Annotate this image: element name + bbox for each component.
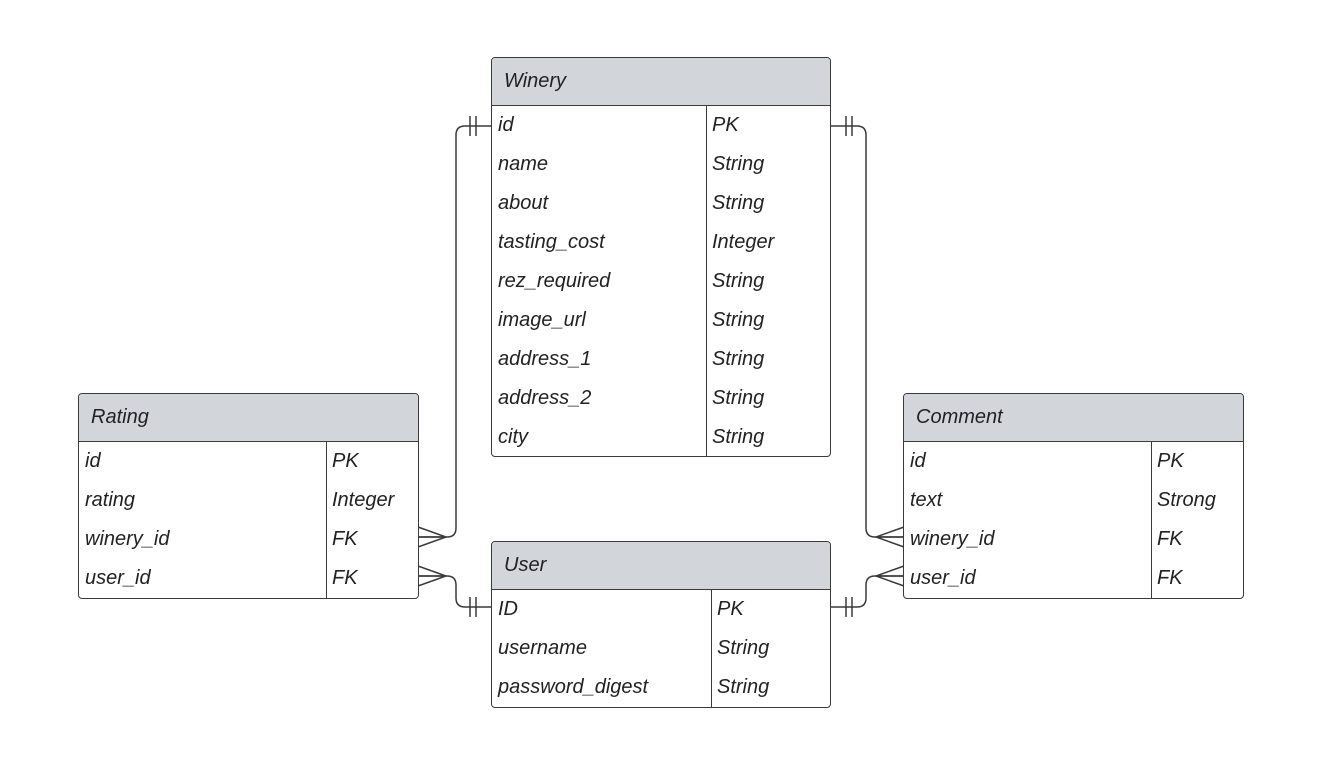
field-row: id PK [904,442,1243,481]
field-name: winery_id [85,528,170,550]
field-type: Integer [332,489,395,511]
field-type: FK [332,567,358,589]
field-type: Strong [1157,489,1216,511]
many-mark-comment-winery [873,526,905,548]
field-row: image_url String [492,301,830,340]
field-row: tasting_cost Integer [492,223,830,262]
field-type: String [712,426,765,448]
column-divider [1151,442,1152,598]
connector-user-rating [418,575,492,608]
field-type: String [717,637,770,659]
field-type: String [712,309,765,331]
field-row: rez_required String [492,262,830,301]
field-type: PK [712,114,739,136]
field-name: tasting_cost [498,231,605,253]
field-name: text [910,489,943,511]
field-row: username String [492,629,830,668]
connector-winery-rating [418,125,492,538]
field-name: winery_id [910,528,995,550]
field-row: city String [492,418,830,456]
field-type: String [712,387,765,409]
many-mark-rating-user [417,565,449,587]
field-type: FK [1157,528,1183,550]
field-type: FK [332,528,358,550]
field-row: about String [492,184,830,223]
field-name: id [498,114,514,136]
field-row: address_2 String [492,379,830,418]
entity-rating-title: Rating [79,394,418,442]
field-name: username [498,637,587,659]
field-row: text Strong [904,481,1243,520]
column-divider [326,442,327,598]
field-type: String [712,348,765,370]
many-mark-rating-winery [417,526,449,548]
field-name: name [498,153,549,175]
field-type: String [712,192,765,214]
field-type: String [717,676,770,698]
field-name: about [498,192,549,214]
entity-comment-title: Comment [904,394,1243,442]
column-divider [706,106,707,456]
field-name: user_id [910,567,976,589]
field-name: password_digest [498,676,649,698]
field-row: user_id FK [904,559,1243,598]
many-mark-comment-user [873,565,905,587]
field-name: image_url [498,309,586,331]
field-name: id [910,450,926,472]
field-row: name String [492,145,830,184]
connector-winery-comment [830,125,904,538]
field-type: PK [1157,450,1184,472]
field-type: PK [717,598,744,620]
field-type: String [712,153,765,175]
field-name: address_1 [498,348,592,370]
field-name: rez_required [498,270,611,292]
field-name: ID [498,598,518,620]
field-name: id [85,450,101,472]
field-type: String [712,270,765,292]
field-name: city [498,426,528,448]
field-type: PK [332,450,359,472]
connector-user-comment [830,575,904,608]
field-row: ID PK [492,590,830,629]
field-row: rating Integer [79,481,418,520]
field-row: winery_id FK [79,520,418,559]
field-row: address_1 String [492,340,830,379]
entity-user-title: User [492,542,830,590]
column-divider [711,590,712,707]
field-name: address_2 [498,387,592,409]
field-name: user_id [85,567,151,589]
field-row: id PK [79,442,418,481]
field-row: user_id FK [79,559,418,598]
field-row: password_digest String [492,668,830,707]
field-type: FK [1157,567,1183,589]
field-name: rating [85,489,136,511]
field-row: winery_id FK [904,520,1243,559]
field-row: id PK [492,106,830,145]
field-type: Integer [712,231,775,253]
entity-winery-title: Winery [492,58,830,106]
